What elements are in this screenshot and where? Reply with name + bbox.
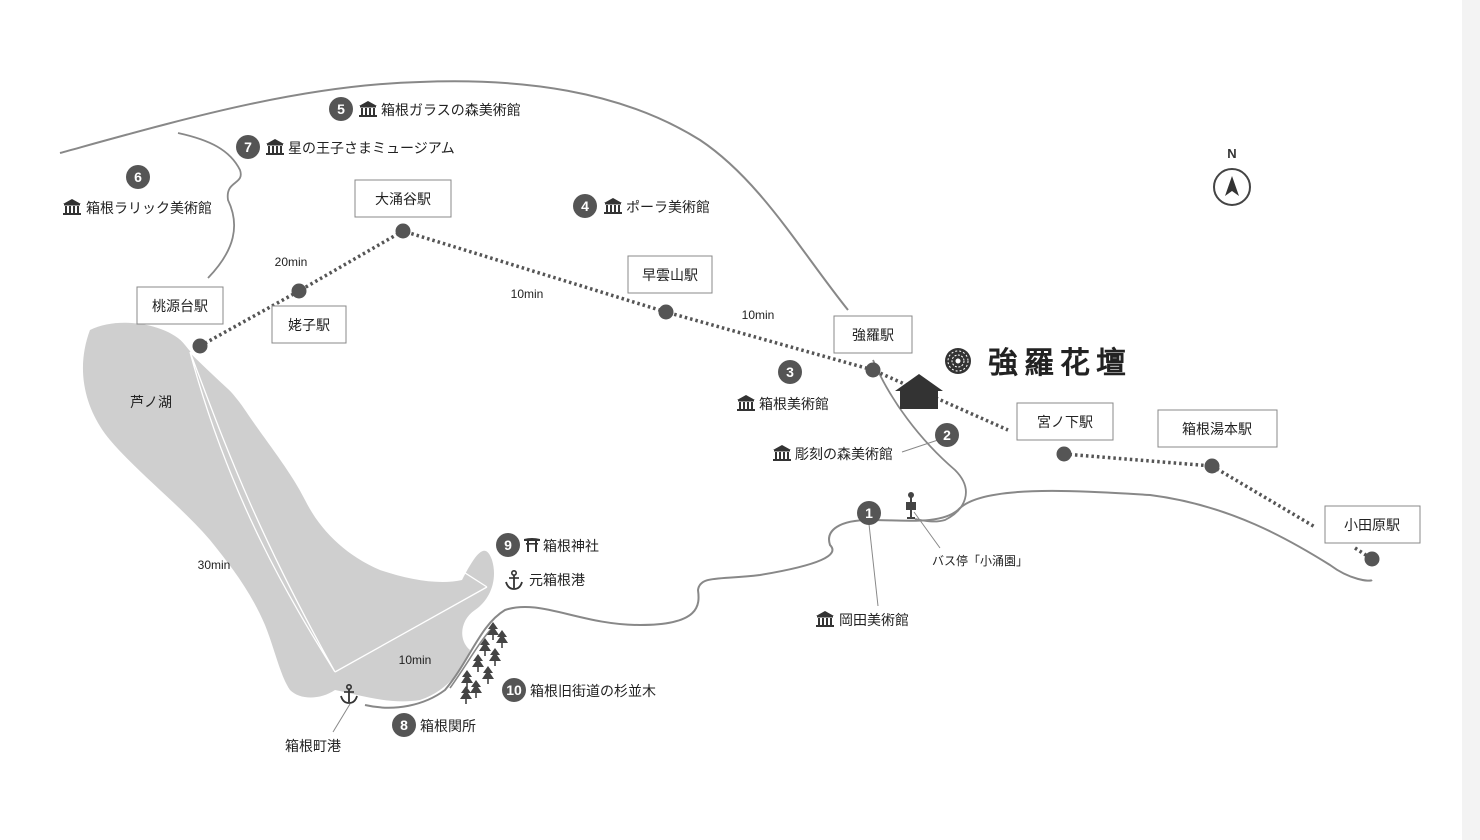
- lake-ashi: [82, 322, 495, 702]
- svg-text:10: 10: [506, 682, 522, 698]
- time-sounzan-gora: 10min: [742, 308, 775, 322]
- leader-lines: [332, 439, 941, 733]
- station-box-sounzan: [627, 255, 713, 294]
- station-box-owakudani: [354, 179, 452, 218]
- svg-text:6: 6: [134, 169, 142, 185]
- spot-badge-1[interactable]: 1: [857, 501, 881, 525]
- spot-label-chokoku-no-mori[interactable]: 彫刻の森美術館: [795, 446, 893, 463]
- hotel-house-icon: [895, 374, 943, 409]
- spot-label-hakone-shrine[interactable]: 箱根神社: [543, 539, 599, 555]
- spot-badge-2[interactable]: 2: [935, 423, 959, 447]
- station-box-togendai: [136, 286, 224, 325]
- tree-icon: [496, 630, 508, 648]
- spot-label-pola[interactable]: ポーラ美術館: [626, 199, 710, 216]
- bus-stop-label: バス停「小涌園」: [932, 553, 1028, 568]
- station-togendai[interactable]: 桃源台駅: [152, 299, 208, 315]
- museum-icon: [816, 611, 834, 627]
- port-motohakone[interactable]: 元箱根港: [529, 573, 585, 589]
- spot-badge-5[interactable]: 5: [329, 97, 353, 121]
- spot-badge-8[interactable]: 8: [392, 713, 416, 737]
- station-box-hakone-yumoto: [1157, 409, 1278, 448]
- museum-icon: [773, 445, 791, 461]
- compass-arrow-icon: [1225, 176, 1239, 196]
- time-owakudani-sounzan: 10min: [511, 287, 544, 301]
- spot-label-glass-forest[interactable]: 箱根ガラスの森美術館: [381, 102, 521, 119]
- station-owakudani[interactable]: 大涌谷駅: [375, 192, 431, 208]
- spot-label-okada[interactable]: 岡田美術館: [839, 612, 909, 629]
- road-ubako: [177, 132, 242, 279]
- svg-text:7: 7: [244, 139, 252, 155]
- svg-text:4: 4: [581, 198, 589, 214]
- station-hakone-yumoto[interactable]: 箱根湯本駅: [1182, 421, 1252, 438]
- station-sounzan[interactable]: 早雲山駅: [642, 268, 698, 284]
- road-gora: [872, 359, 967, 523]
- station-ubako[interactable]: 姥子駅: [288, 318, 330, 334]
- time-motohakone-hakonemachi: 10min: [399, 653, 432, 667]
- time-lake-crossing: 30min: [198, 558, 231, 572]
- museum-icon: [359, 101, 377, 117]
- museum-icon: [604, 198, 622, 214]
- svg-text:2: 2: [943, 427, 951, 443]
- bus-stop-icon: [906, 492, 916, 519]
- tree-icon: [472, 654, 484, 672]
- spot-badge-4[interactable]: 4: [573, 194, 597, 218]
- time-togendai-owakudani: 20min: [275, 255, 308, 269]
- spot-label-cedar-avenue[interactable]: 箱根旧街道の杉並木: [530, 684, 656, 700]
- museum-icon: [737, 395, 755, 411]
- ropeway-line: [199, 229, 1373, 561]
- station-box-gora: [833, 315, 913, 354]
- station-box-ubako: [271, 305, 347, 344]
- station-odawara[interactable]: 小田原駅: [1344, 518, 1400, 534]
- compass-label: N: [1227, 146, 1236, 161]
- port-hakonemachi[interactable]: 箱根町港: [285, 739, 341, 755]
- station-box-miyanoshita: [1016, 402, 1114, 441]
- svg-text:1: 1: [865, 505, 873, 521]
- hotel-crest-icon: [945, 348, 971, 374]
- spot-badge-6[interactable]: 6: [126, 165, 150, 189]
- ferry-routes: [189, 351, 488, 673]
- tree-icon: [479, 638, 491, 656]
- page-edge-strip: [1462, 0, 1480, 840]
- spot-label-sekisho[interactable]: 箱根関所: [420, 719, 476, 735]
- spot-label-lalique[interactable]: 箱根ラリック美術館: [86, 200, 212, 217]
- station-nodes: [192, 223, 1380, 567]
- road-north: [59, 80, 849, 311]
- svg-text:9: 9: [504, 537, 512, 553]
- tree-icon: [482, 666, 494, 684]
- spot-badge-3[interactable]: 3: [778, 360, 802, 384]
- station-miyanoshita[interactable]: 宮ノ下駅: [1037, 415, 1093, 431]
- torii-icon: [524, 538, 540, 552]
- station-box-odawara: [1324, 505, 1421, 544]
- museum-icon: [63, 199, 81, 215]
- hotel-name[interactable]: 強羅花壇: [988, 346, 1132, 381]
- spot-badges: 1 2 3 4 5 6 7 8 9 10: [126, 97, 959, 737]
- svg-text:3: 3: [786, 364, 794, 380]
- spot-badge-10[interactable]: 10: [502, 678, 526, 702]
- tree-icon: [460, 686, 472, 704]
- spot-label-hakone-museum[interactable]: 箱根美術館: [759, 396, 829, 413]
- spot-badge-7[interactable]: 7: [236, 135, 260, 159]
- svg-text:8: 8: [400, 717, 408, 733]
- svg-text:5: 5: [337, 101, 345, 117]
- tree-icon: [461, 670, 473, 688]
- station-gora[interactable]: 強羅駅: [852, 328, 894, 344]
- museum-icon: [266, 139, 284, 155]
- anchor-icon: [505, 569, 523, 590]
- lake-label: 芦ノ湖: [130, 395, 172, 411]
- road-kyukaido: [364, 489, 1373, 709]
- spot-label-petit-prince[interactable]: 星の王子さまミュージアム: [288, 141, 455, 157]
- spot-badge-9[interactable]: 9: [496, 533, 520, 557]
